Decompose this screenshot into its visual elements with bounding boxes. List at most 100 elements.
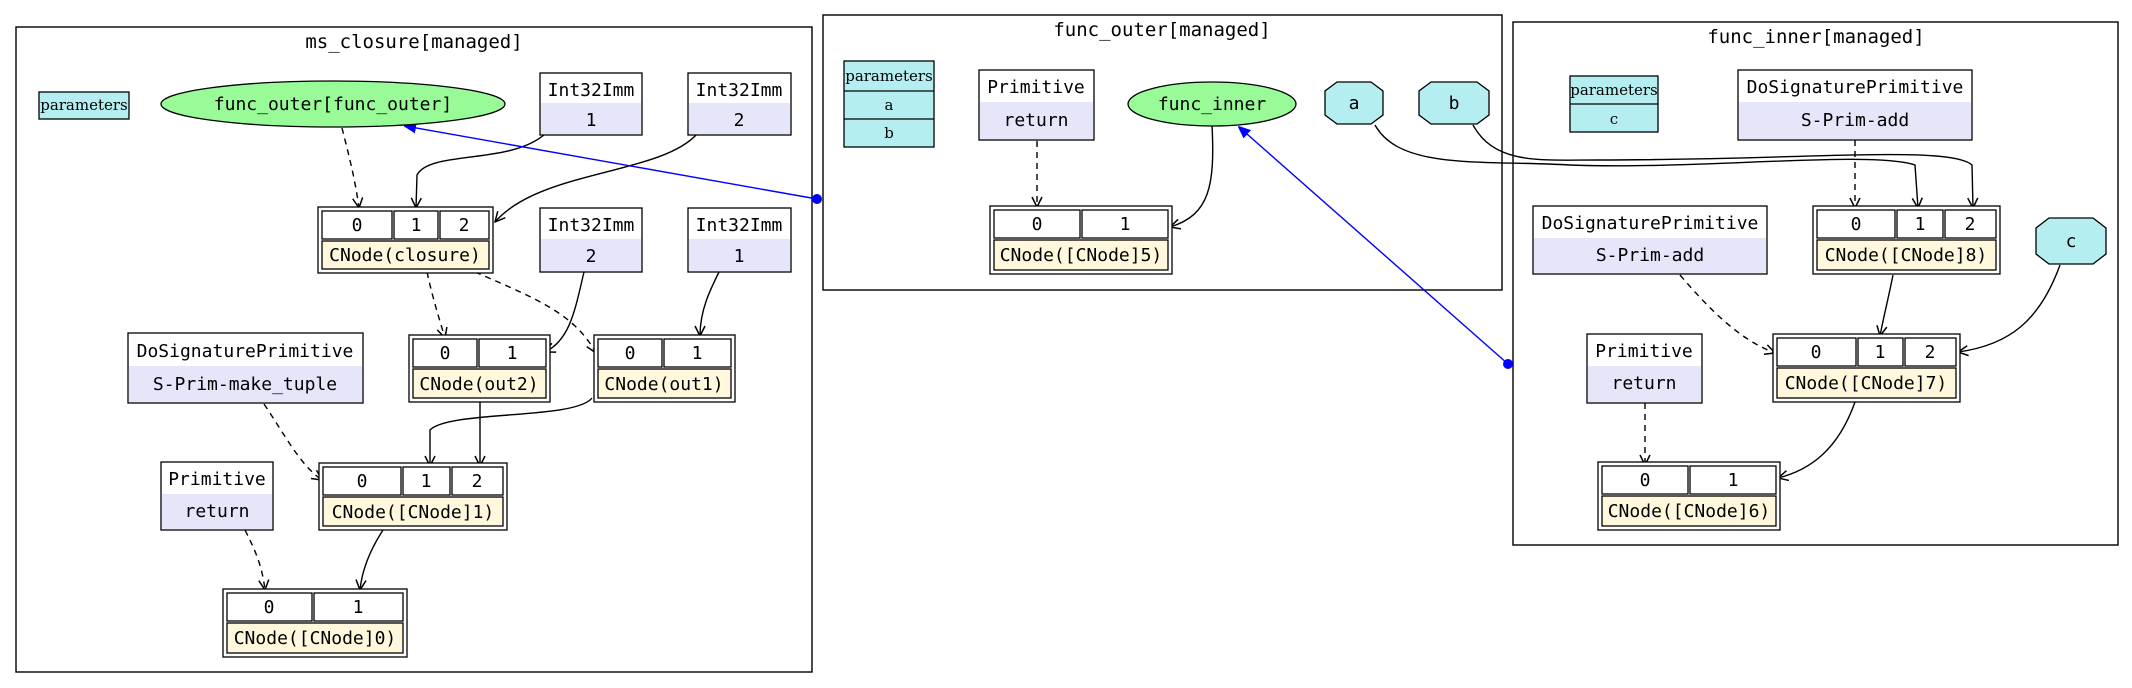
parameters-node-func-inner[interactable]: parameters c [1569,75,1659,133]
param-b-label: b [1449,93,1460,114]
return-label: return [1003,110,1068,131]
param-node-a[interactable]: a [1324,81,1384,125]
func-inner-node[interactable]: func_inner [1127,81,1297,127]
parameters-node-func-outer[interactable]: parameters a b [843,60,935,148]
cnode-closure[interactable]: 0 1 2 CNode(closure) [317,206,494,274]
func-outer-call-label: func_outer[func_outer] [214,94,452,115]
edge-maketuple-to-cnode1 [263,403,322,480]
do-signature-primitive-make-tuple[interactable]: DoSignaturePrimitive S-Prim-make_tuple [127,332,364,404]
edge-funcouter-to-closure [341,127,359,208]
cnode-0[interactable]: 0 1 CNode([CNode]0) [222,588,408,658]
edge-c-to-cnode7-p2 [1958,264,2061,352]
param-c-label: c [2066,231,2077,252]
int32imm-node-4[interactable]: Int32Imm 1 [687,207,792,273]
return-label: return [184,501,249,522]
edge-cnode1-to-cnode0-p1 [360,529,384,590]
port-1: 1 [353,597,364,618]
port-1: 1 [692,343,703,364]
primitive-title: Primitive [1595,341,1693,362]
cnode-out1-label: CNode(out1) [604,374,723,395]
parameters-label: parameters [845,67,933,85]
cnode-8[interactable]: 0 1 2 CNode([CNode]8) [1812,205,2001,275]
cluster-title-func-outer: func_outer[managed] [1053,19,1270,41]
int32imm-node-1[interactable]: Int32Imm 1 [539,72,643,136]
prim-add-label: S-Prim-add [1596,245,1704,266]
cnode-5[interactable]: 0 1 CNode([CNode]5) [989,205,1173,275]
param-node-c[interactable]: c [2035,217,2107,265]
cluster-title-ms-closure: ms_closure[managed] [305,31,522,53]
cluster-title-func-inner: func_inner[managed] [1707,26,1924,48]
param-a-label: a [885,96,894,114]
primitive-return-func-inner[interactable]: Primitive return [1586,333,1703,404]
make-tuple-label: S-Prim-make_tuple [153,374,337,395]
port-2: 2 [1925,342,1936,363]
int32imm-node-3[interactable]: Int32Imm 2 [539,207,643,273]
primitive-return-ms-closure[interactable]: Primitive return [160,461,274,531]
edge-closure-to-out2 [426,271,445,338]
parameters-node-ms-closure[interactable]: parameters [38,91,130,120]
int32imm-title: Int32Imm [548,215,635,236]
primitive-return-func-outer[interactable]: Primitive return [978,69,1095,141]
port-0: 0 [1851,214,1862,235]
prim-add-label: S-Prim-add [1801,110,1909,131]
func-outer-call-node[interactable]: func_outer[func_outer] [160,80,506,128]
edge-int1b-to-out1-p1 [700,269,721,336]
primitive-title: Primitive [987,77,1085,98]
do-sig-prim-title: DoSignaturePrimitive [137,341,354,362]
port-2: 2 [472,471,483,492]
cnode-6-label: CNode([CNode]6) [1608,501,1771,522]
int32imm-title: Int32Imm [548,80,635,101]
int32imm-title: Int32Imm [696,215,783,236]
param-a-label: a [1349,93,1360,114]
param-node-b[interactable]: b [1418,81,1490,125]
int32imm-value: 1 [734,246,745,267]
edge-return-to-cnode0 [244,529,265,590]
cnode-1[interactable]: 0 1 2 CNode([CNode]1) [318,462,508,531]
cnode-out2-label: CNode(out2) [419,374,538,395]
edge-funcinner-graph-origin [1503,359,1513,369]
cnode-out1[interactable]: 0 1 CNode(out1) [593,334,736,403]
edge-funcouter-graph-to-call [405,126,818,200]
port-1: 1 [1728,470,1739,491]
func-inner-label: func_inner [1158,94,1267,115]
port-1: 1 [1915,214,1926,235]
do-sig-prim-title: DoSignaturePrimitive [1542,213,1759,234]
cnode-out2[interactable]: 0 1 CNode(out2) [408,334,551,403]
edge-a-to-cnode8-p1 [1374,124,1918,208]
port-1: 1 [411,215,422,236]
do-signature-primitive-add-1[interactable]: DoSignaturePrimitive S-Prim-add [1737,69,1973,141]
port-1: 1 [421,471,432,492]
param-c-label: c [1610,110,1618,128]
cnode-6[interactable]: 0 1 CNode([CNode]6) [1597,461,1781,531]
port-1: 1 [1120,214,1131,235]
port-0: 0 [440,343,451,364]
cnode-0-label: CNode([CNode]0) [234,628,397,649]
int32imm-value: 2 [586,246,597,267]
port-0: 0 [357,471,368,492]
do-sig-prim-title: DoSignaturePrimitive [1747,77,1964,98]
edge-funcouter-graph-origin [812,194,822,204]
edges [244,124,2061,590]
port-0: 0 [1032,214,1043,235]
primitive-title: Primitive [168,469,266,490]
edge-int1-to-closure-p1 [416,133,546,208]
parameters-label: parameters [40,96,128,114]
port-1: 1 [1875,342,1886,363]
int32imm-node-2[interactable]: Int32Imm 2 [687,72,792,136]
cnode-7[interactable]: 0 1 2 CNode([CNode]7) [1772,333,1961,403]
edge-funcinner-to-cnode5-p1 [1170,124,1214,227]
port-2: 2 [459,215,470,236]
edge-cnode8-to-cnode7-p1 [1880,274,1894,336]
port-2: 2 [1965,214,1976,235]
parameters-label: parameters [1570,81,1658,99]
port-1: 1 [507,343,518,364]
do-signature-primitive-add-2[interactable]: DoSignaturePrimitive S-Prim-add [1532,205,1768,275]
port-0: 0 [625,343,636,364]
int32imm-value: 1 [586,110,597,131]
cnode-5-label: CNode([CNode]5) [1000,245,1163,266]
int32imm-value: 2 [734,110,745,131]
cnode-1-label: CNode([CNode]1) [332,502,495,523]
return-label: return [1611,373,1676,394]
cnode-closure-label: CNode(closure) [329,245,481,266]
port-0: 0 [1640,470,1651,491]
